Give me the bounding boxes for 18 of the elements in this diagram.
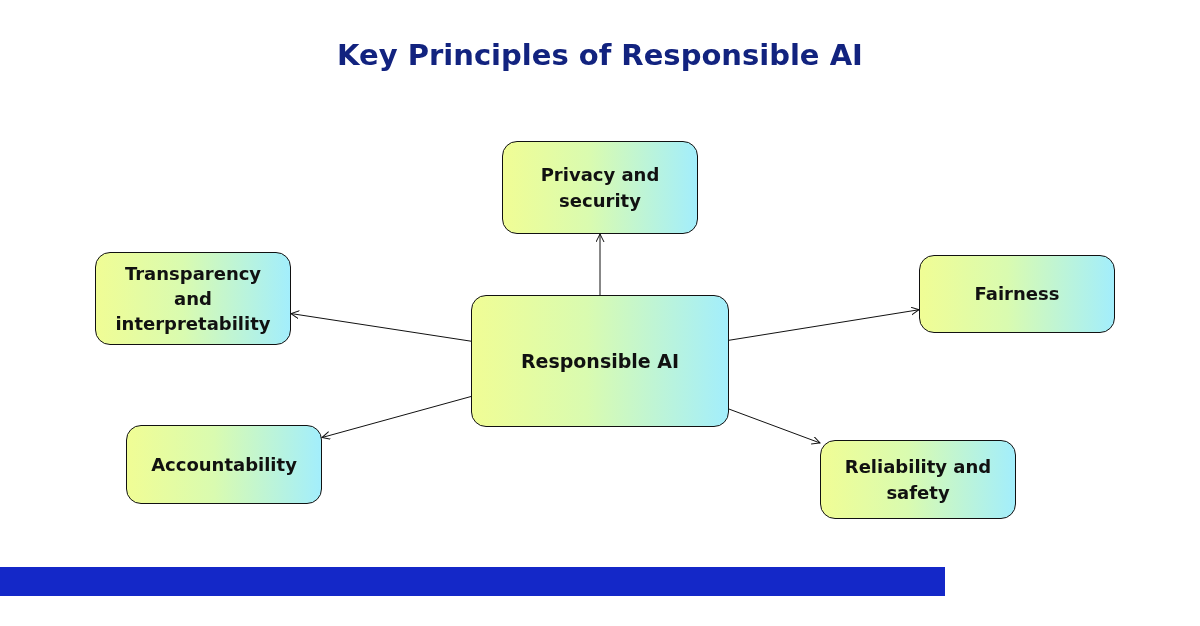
arrow xyxy=(728,306,920,341)
principle-box xyxy=(95,252,291,345)
box-label: Privacy and security xyxy=(539,163,661,213)
box-label: Responsible AI xyxy=(520,348,680,374)
box-label: Accountability xyxy=(151,452,297,477)
box-label: Transparency and interpretability xyxy=(114,261,272,337)
diagram-title: Key Principles of Responsible AI xyxy=(337,38,863,72)
arrow xyxy=(595,233,605,296)
box-label: Reliability and safety xyxy=(843,455,993,505)
principle-box xyxy=(502,141,698,234)
arrow xyxy=(728,408,821,445)
principle-box xyxy=(820,440,1016,519)
box-label: Fairness xyxy=(974,282,1060,307)
principle-box xyxy=(919,255,1115,333)
arrow xyxy=(290,310,472,342)
principle-box xyxy=(471,295,729,427)
principle-box xyxy=(126,425,322,504)
arrow xyxy=(321,396,472,440)
